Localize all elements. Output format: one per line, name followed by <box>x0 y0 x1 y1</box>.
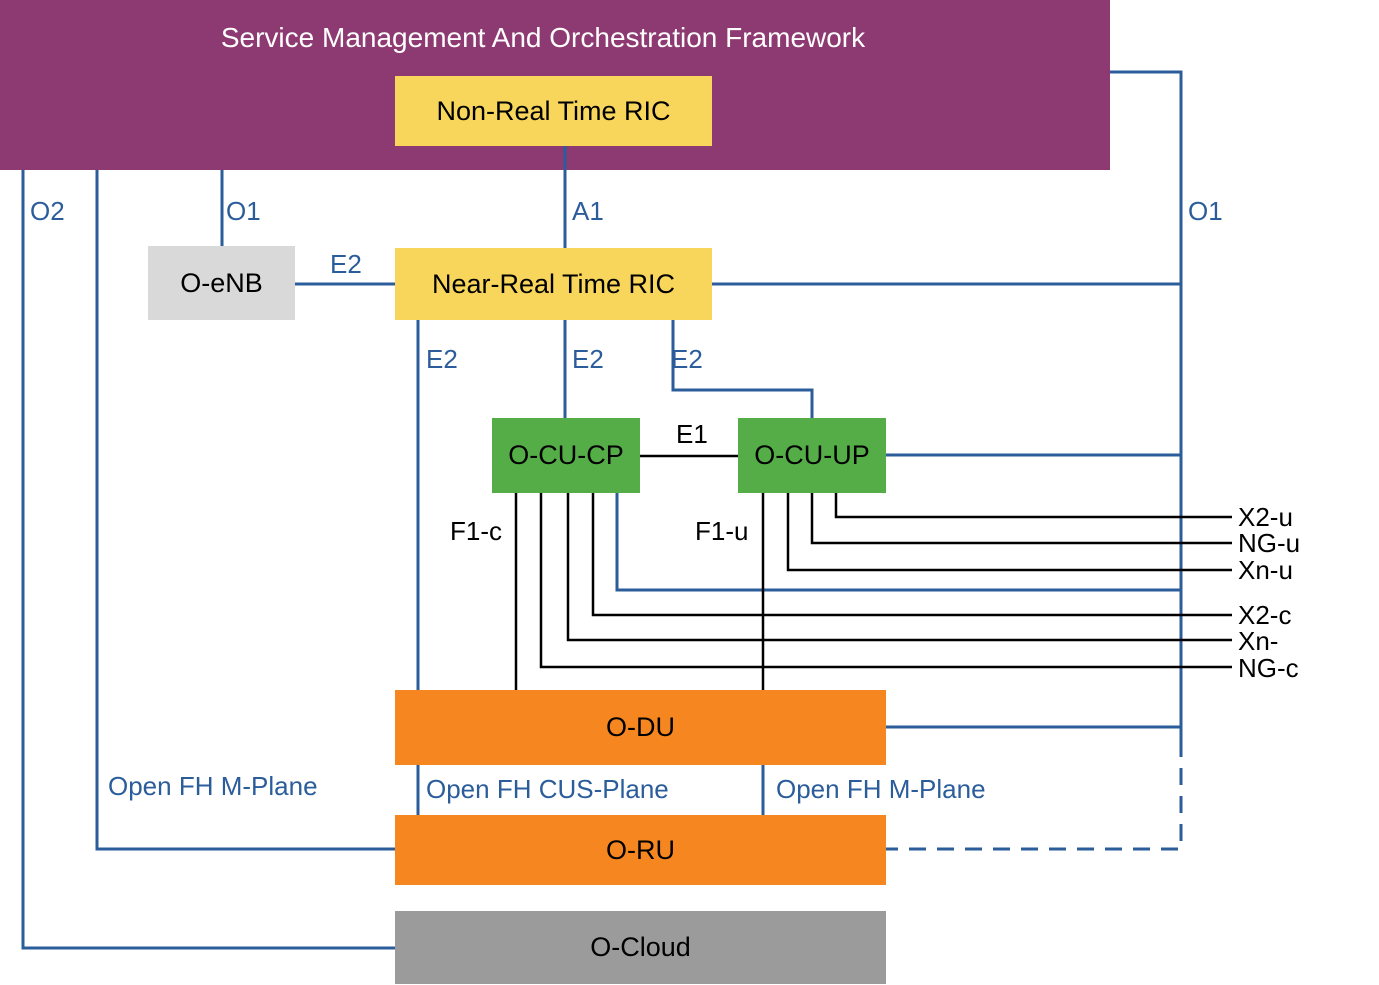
open-fh-cus-plane-label: Open FH CUS-Plane <box>426 774 669 804</box>
o-ru-label: O-RU <box>606 834 675 865</box>
o-cu-up-box: O-CU-UP <box>738 418 886 493</box>
o2-line <box>21 170 395 950</box>
f1c-label: F1-c <box>450 516 502 546</box>
oru-o1-dashed-line <box>886 740 1183 851</box>
o2-label: O2 <box>30 196 65 226</box>
o-cu-cp-label: O-CU-CP <box>508 440 624 470</box>
e2-odu-label: E2 <box>426 344 458 374</box>
ngu-line <box>810 493 1232 545</box>
e2-ocuup-line <box>671 320 814 418</box>
near-rt-ric-box: Near-Real Time RIC <box>395 248 712 320</box>
o-ru-box: O-RU <box>395 815 886 885</box>
x2u-line <box>834 493 1232 519</box>
x2u-label: X2-u <box>1238 502 1293 532</box>
o-enb-box: O-eNB <box>148 246 295 320</box>
o1-right-label: O1 <box>1188 196 1223 226</box>
f1u-label: F1-u <box>695 516 749 546</box>
ocucp-o1-line <box>615 493 1181 592</box>
o-du-label: O-DU <box>606 712 675 742</box>
xnc-line <box>566 493 1232 642</box>
o-enb-label: O-eNB <box>180 267 263 298</box>
a1-label: A1 <box>572 196 604 226</box>
near-rt-ric-label: Near-Real Time RIC <box>431 268 676 299</box>
open-fh-m-plane-right-label: Open FH M-Plane <box>776 774 986 804</box>
o-cu-up-label: O-CU-UP <box>754 440 870 470</box>
non-rt-ric-label: Non-Real Time RIC <box>436 95 671 126</box>
smo-framework-label: Service Management And Orchestration Fra… <box>220 22 866 53</box>
o-cu-cp-box: O-CU-CP <box>492 418 640 493</box>
x2c-line <box>591 493 1232 617</box>
o1-left-label: O1 <box>226 196 261 226</box>
o-du-box: O-DU <box>395 690 886 765</box>
xnu-line <box>786 493 1232 572</box>
e1-label: E1 <box>676 419 708 449</box>
ngc-label: NG-c <box>1238 653 1299 683</box>
o-cloud-box: O-Cloud <box>395 911 886 984</box>
o-cloud-label: O-Cloud <box>590 932 691 962</box>
non-rt-ric-box: Non-Real Time RIC <box>395 76 712 146</box>
xnc-label: Xn- <box>1238 626 1279 656</box>
open-fh-m-plane-left-line <box>95 170 395 851</box>
ngc-line <box>539 493 1232 669</box>
e2-oenb-label: E2 <box>330 249 362 279</box>
e2-ocucp-label: E2 <box>572 344 604 374</box>
ngu-label: NG-u <box>1238 528 1301 558</box>
e2-ocuup-label: E2 <box>671 344 703 374</box>
xnu-label: Xn-u <box>1238 555 1293 585</box>
open-fh-m-plane-left-label: Open FH M-Plane <box>108 771 318 801</box>
x2c-label: X2-c <box>1238 600 1292 630</box>
